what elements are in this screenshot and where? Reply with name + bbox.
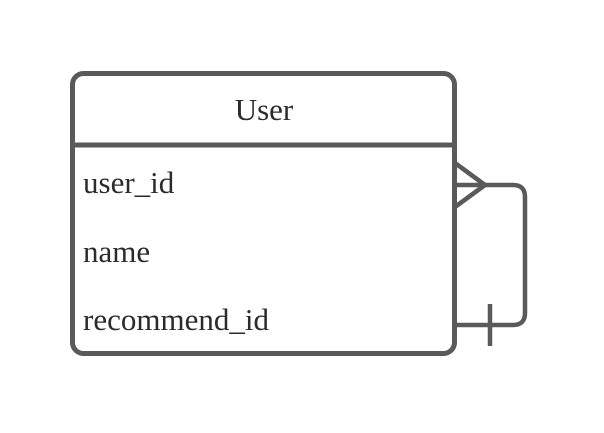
entity-attribute-row: recommend_id bbox=[83, 302, 269, 337]
crowsfoot-prong-lower bbox=[453, 183, 487, 209]
entity-attribute-row: user_id bbox=[83, 165, 175, 200]
crowsfoot-prong-upper bbox=[453, 161, 487, 187]
relationship-loop-path[interactable] bbox=[455, 182, 528, 328]
entity-title: User bbox=[235, 92, 294, 127]
relationship-connector-self-reference[interactable] bbox=[453, 161, 528, 346]
crowsfoot-many-symbol bbox=[453, 161, 487, 209]
entity-attribute-row: name bbox=[83, 234, 150, 269]
entity-user[interactable]: User user_id name recommend_id bbox=[70, 71, 457, 356]
